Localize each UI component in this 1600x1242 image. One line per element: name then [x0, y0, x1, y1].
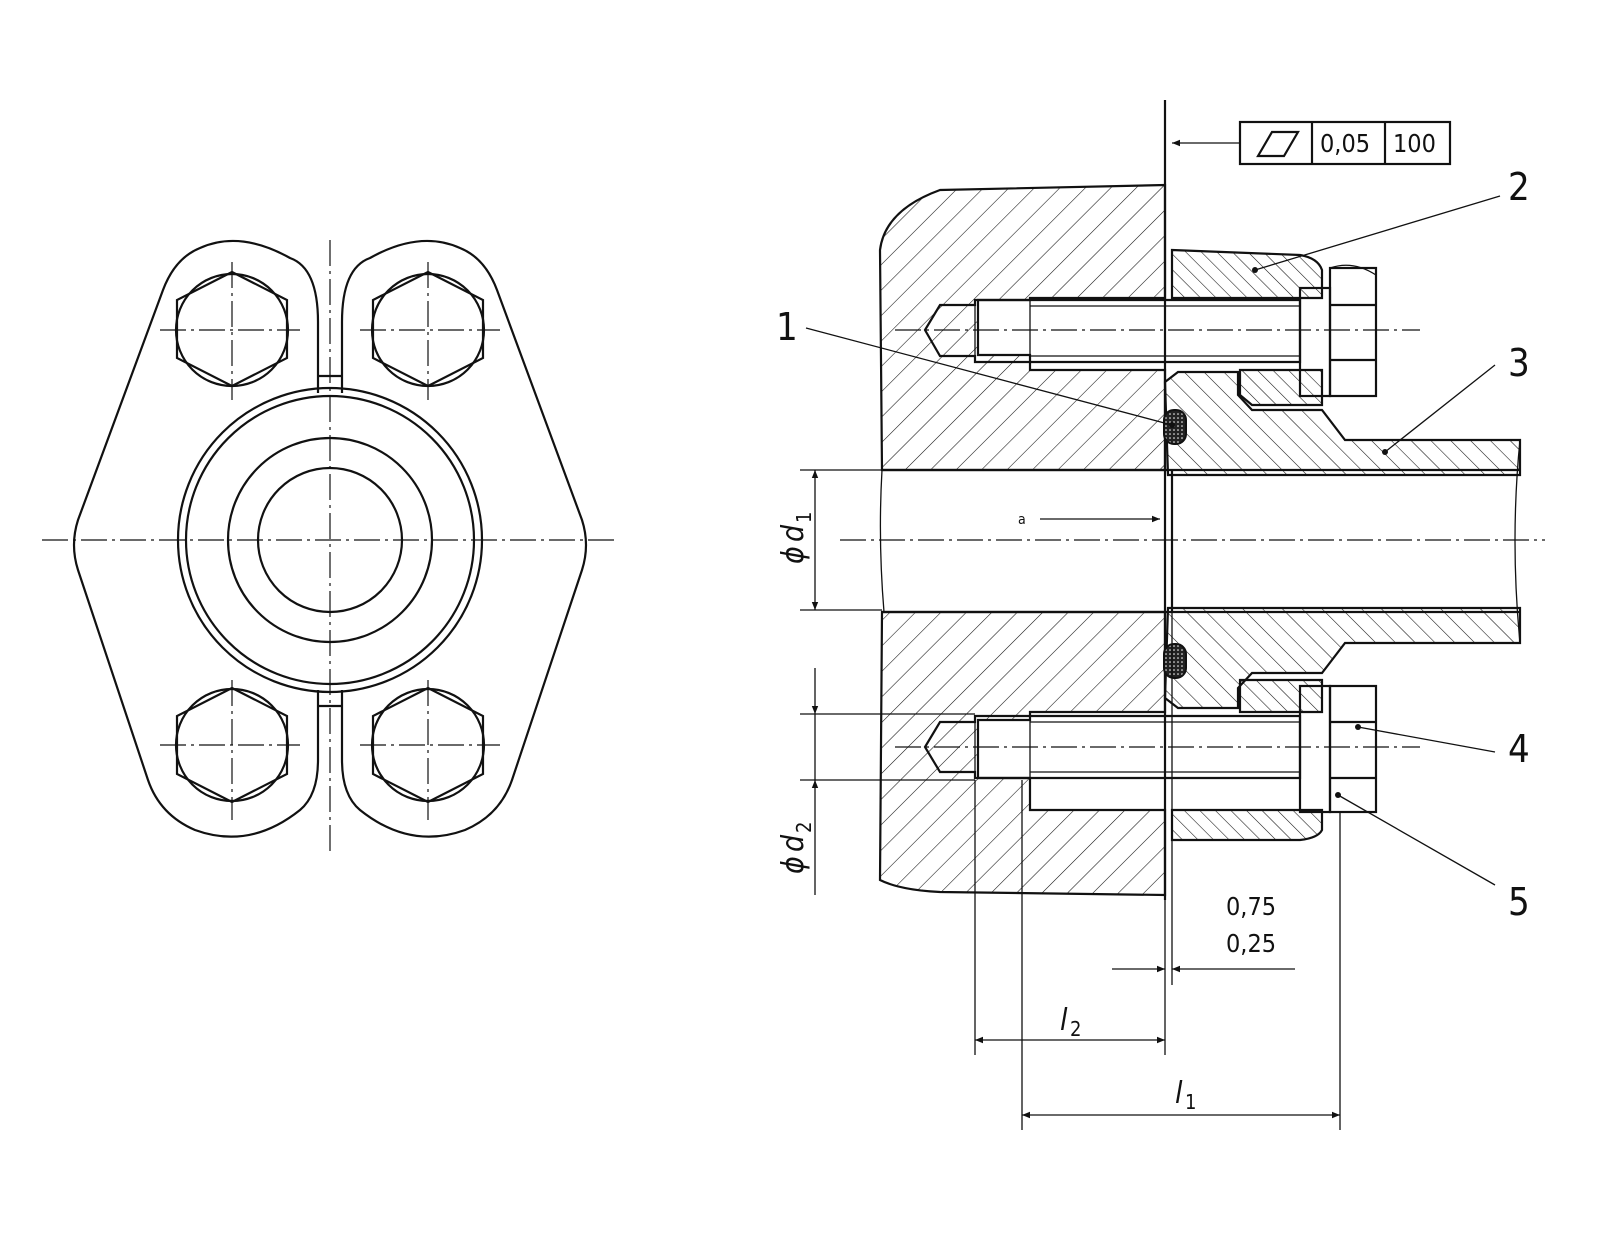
- svg-text:ϕ: ϕ: [776, 856, 811, 874]
- svg-text:l: l: [1060, 1003, 1068, 1038]
- section-view: [800, 100, 1545, 1130]
- callout-3: 3: [1508, 341, 1530, 385]
- tolerance-frame: [1172, 120, 1452, 166]
- svg-text:2: 2: [792, 822, 816, 833]
- bolt-upper: [923, 264, 1378, 398]
- callout-4: 4: [1508, 727, 1530, 771]
- note-a-label: a: [1018, 512, 1026, 528]
- bolt-head-top-left: [174, 270, 290, 388]
- svg-text:2: 2: [1070, 1017, 1081, 1041]
- flatness-parallelogram-icon: [1256, 130, 1300, 158]
- flanged-head-lower: [1163, 606, 1522, 710]
- l1-label: l 1: [1175, 1076, 1196, 1114]
- svg-text:1: 1: [1185, 1090, 1196, 1114]
- bolt-head-top-right: [370, 270, 486, 388]
- callout-1: 1: [776, 305, 798, 349]
- d2-label: ϕ d 2: [776, 822, 816, 874]
- svg-text:d: d: [776, 834, 811, 852]
- gap-min-label: 0,25: [1226, 929, 1276, 958]
- d1-label: ϕ d 1: [776, 512, 816, 564]
- front-view: [42, 239, 616, 855]
- flange-clamp-lower: [1170, 808, 1324, 842]
- svg-text:ϕ: ϕ: [776, 546, 811, 564]
- callout-5: 5: [1508, 880, 1530, 924]
- flanged-head-upper: [1163, 370, 1522, 477]
- port-body-lower: [878, 610, 1167, 897]
- tolerance-length: 100: [1393, 129, 1436, 158]
- port-body-upper: [878, 183, 1167, 472]
- o-ring-upper: [1163, 409, 1187, 445]
- l2-label: l 2: [1060, 1003, 1081, 1041]
- svg-text:l: l: [1175, 1076, 1183, 1111]
- callout-2: 2: [1508, 165, 1530, 209]
- svg-text:1: 1: [792, 512, 816, 523]
- svg-text:d: d: [776, 524, 811, 542]
- gap-max-label: 0,75: [1226, 892, 1276, 921]
- o-ring-lower: [1163, 643, 1187, 679]
- tolerance-value: 0,05: [1320, 129, 1370, 158]
